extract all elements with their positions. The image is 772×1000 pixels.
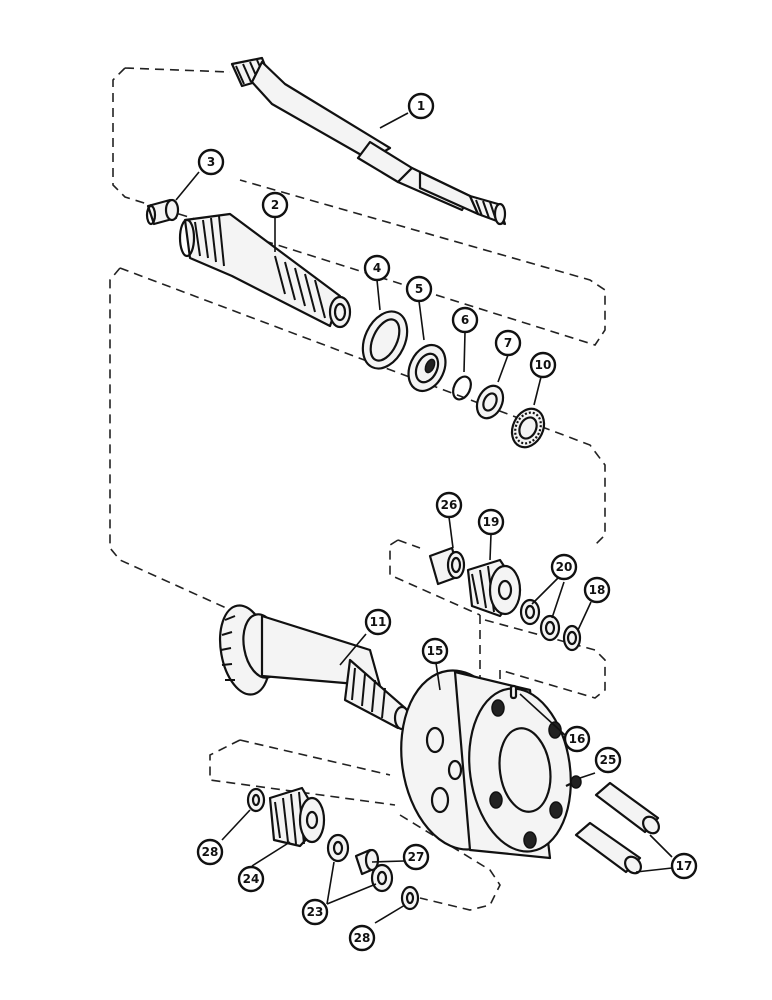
part-25-screw — [565, 775, 582, 789]
part-15-planet-carrier — [400, 669, 572, 860]
svg-text:1: 1 — [417, 99, 425, 113]
svg-text:11: 11 — [370, 615, 387, 629]
svg-text:6: 6 — [461, 313, 469, 327]
svg-text:19: 19 — [483, 515, 500, 529]
callout-17: 17 — [670, 852, 698, 880]
callout-19: 19 — [477, 508, 505, 536]
svg-text:28: 28 — [202, 845, 219, 859]
callout-28-lower: 28 — [348, 924, 376, 952]
svg-text:4: 4 — [373, 261, 381, 275]
svg-text:18: 18 — [589, 583, 606, 597]
svg-text:17: 17 — [676, 859, 693, 873]
callout-3: 3 — [197, 148, 225, 176]
callout-10: 10 — [529, 351, 557, 379]
svg-text:2: 2 — [271, 198, 279, 212]
part-2-gear-shaft — [178, 212, 352, 329]
svg-text:28: 28 — [354, 931, 371, 945]
callout-18: 18 — [583, 576, 611, 604]
callout-7: 7 — [494, 329, 522, 357]
callout-6: 6 — [451, 306, 479, 334]
callout-5: 5 — [405, 275, 433, 303]
callout-1: 1 — [407, 92, 435, 120]
part-27-spacer — [354, 848, 380, 876]
svg-text:7: 7 — [504, 336, 512, 350]
svg-text:10: 10 — [535, 358, 552, 372]
part-26-bushing — [428, 546, 466, 586]
leader-lines — [175, 112, 673, 924]
svg-text:26: 26 — [441, 498, 458, 512]
callout-24: 24 — [237, 865, 265, 893]
callout-15: 15 — [421, 637, 449, 665]
callout-25: 25 — [594, 746, 622, 774]
part-19-pinion-gear — [466, 558, 522, 618]
svg-text:5: 5 — [415, 282, 423, 296]
callout-26: 26 — [435, 491, 463, 519]
svg-text:25: 25 — [600, 753, 617, 767]
part-28-washer-upper — [246, 787, 266, 813]
callout-27: 27 — [402, 843, 430, 871]
callout-11: 11 — [364, 608, 392, 636]
part-28-washer-lower — [400, 885, 420, 911]
callout-16: 16 — [563, 725, 591, 753]
part-4-seal-ring — [361, 310, 409, 370]
dashed-outline-upper — [112, 67, 606, 346]
svg-text:20: 20 — [556, 560, 573, 574]
callout-20: 20 — [550, 553, 578, 581]
svg-text:3: 3 — [207, 155, 215, 169]
part-1-main-shaft — [230, 56, 507, 226]
part-6-snap-ring — [452, 375, 472, 401]
part-24-planet-gear — [268, 786, 326, 848]
part-10-thrust-bearing — [510, 407, 546, 449]
svg-text:16: 16 — [569, 732, 586, 746]
part-3-bushing — [145, 198, 180, 226]
part-11-input-gear-shaft — [219, 604, 411, 731]
callout-4: 4 — [363, 254, 391, 282]
callout-23: 23 — [301, 898, 329, 926]
part-16-roll-pin — [509, 684, 518, 700]
part-23-needle-bearings — [326, 833, 394, 893]
part-20-needle-bearings — [519, 598, 561, 642]
part-18-washer — [562, 624, 582, 652]
part-5-ball-bearing — [407, 343, 447, 393]
svg-text:15: 15 — [427, 644, 444, 658]
part-7-thrust-washer — [475, 384, 505, 420]
svg-text:27: 27 — [408, 850, 425, 864]
callout-28-upper: 28 — [196, 838, 224, 866]
callout-2: 2 — [261, 191, 289, 219]
svg-text:24: 24 — [243, 872, 260, 886]
part-17-planet-pins — [574, 781, 660, 875]
svg-text:23: 23 — [307, 905, 324, 919]
